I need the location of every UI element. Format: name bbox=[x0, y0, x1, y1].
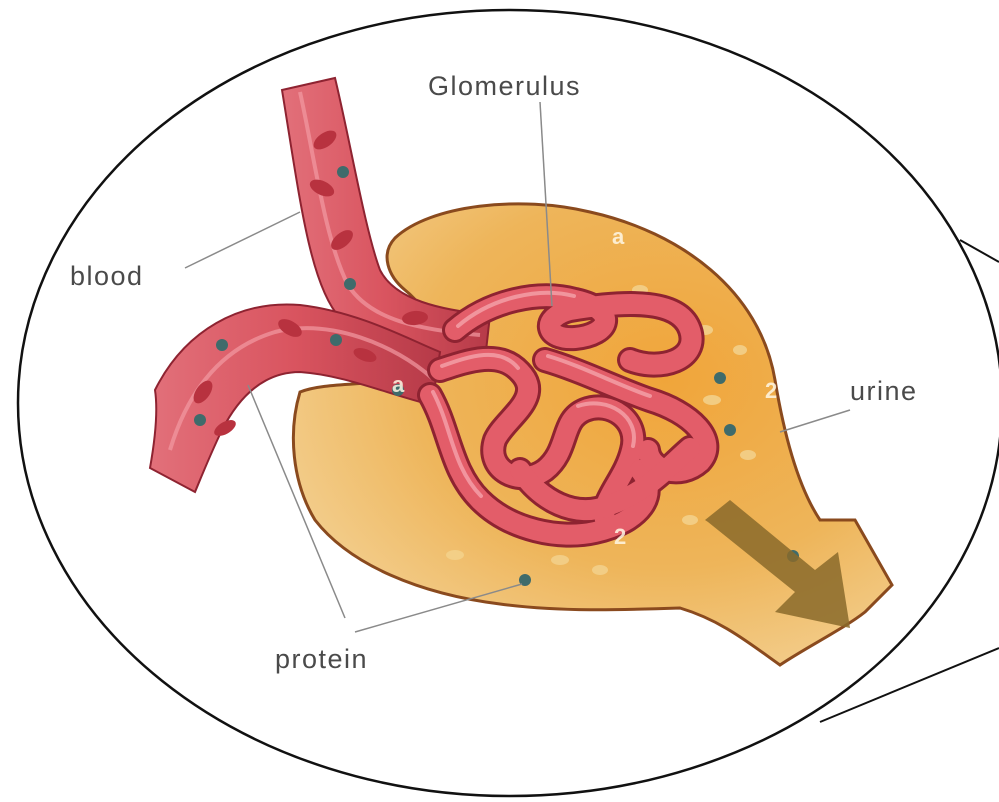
urine-label: urine bbox=[850, 376, 918, 406]
marker-a-vessel: a bbox=[392, 372, 405, 397]
protein-label: protein bbox=[275, 644, 368, 674]
marker-a-top: a bbox=[612, 224, 625, 249]
blood-label: blood bbox=[70, 261, 144, 291]
marker-2-bottom: 2 bbox=[614, 524, 626, 549]
glomerulus-label: Glomerulus bbox=[428, 71, 581, 101]
marker-2-right: 2 bbox=[765, 378, 777, 403]
